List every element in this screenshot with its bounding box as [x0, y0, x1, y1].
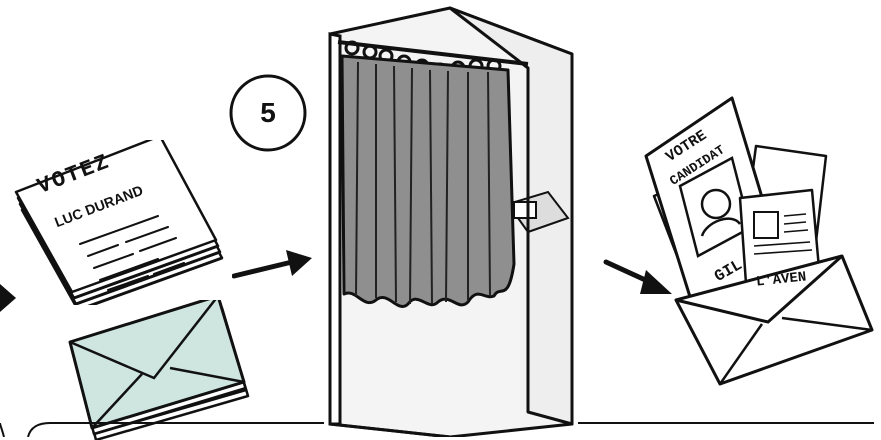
ballot-stack-illustration: VOTEZ LUC DURAND	[8, 140, 233, 305]
flow-arrow-to-booth	[232, 248, 314, 284]
caption-frame-right	[578, 422, 874, 424]
step-number: 5	[228, 73, 308, 153]
caption-frame-left	[0, 405, 330, 437]
step-number-badge: 5	[228, 73, 308, 153]
candidate-mailer-envelope-illustration: VOTRE CANDIDAT GIL L'AVEN	[636, 86, 881, 426]
voting-booth-illustration	[318, 4, 588, 437]
